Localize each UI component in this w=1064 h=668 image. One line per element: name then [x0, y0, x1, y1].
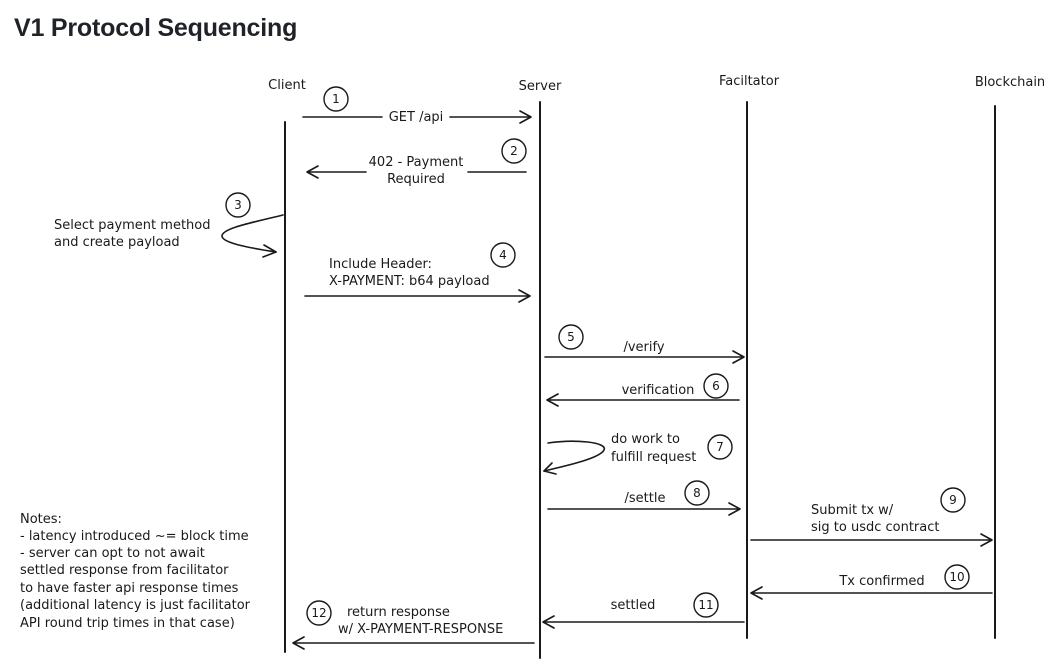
notes-line: (additional latency is just facilitator: [20, 598, 251, 613]
step-number-badge: [703, 373, 729, 399]
step-number: 9: [949, 493, 957, 507]
arrow: [544, 350, 745, 364]
arrow-line: [543, 440, 605, 472]
step-label-line-2: Required: [387, 172, 445, 187]
notes-line: settled response from facilitator: [20, 563, 229, 578]
step-10: Tx confirmed 10: [750, 564, 993, 600]
step-label-line-2: and create payload: [54, 235, 180, 250]
step-number-badge: [684, 480, 710, 506]
notes-line: Notes:: [20, 512, 62, 527]
notes: Notes: - latency introduced ~= block tim…: [20, 512, 251, 631]
step-number-badge: [693, 592, 719, 618]
step-number-badge: [707, 434, 733, 460]
arrow-head: [449, 110, 532, 124]
step-number: 6: [712, 379, 720, 393]
arrow: [292, 636, 535, 650]
actor-label-facilitator: Faciltator: [719, 74, 780, 89]
step-number-badge: [225, 192, 251, 218]
step-number-badge: [944, 564, 970, 590]
arrow-line: [221, 214, 284, 253]
step-number: 1: [332, 92, 340, 106]
step-2: 402 - Payment Required 2: [306, 138, 527, 187]
notes-line: - server can opt to not await: [20, 546, 205, 561]
actor-label-server: Server: [519, 79, 562, 94]
actor-label-client: Client: [268, 78, 306, 93]
step-number: 10: [949, 570, 964, 584]
step-8: /settle 8: [547, 480, 741, 516]
step-12: return response w/ X-PAYMENT-RESPONSE 12: [292, 600, 535, 650]
step-number: 8: [693, 486, 701, 500]
step-label-line-1: return response: [347, 605, 450, 620]
step-label: settled: [611, 598, 656, 613]
actor-label-blockchain: Blockchain: [975, 75, 1045, 90]
step-1: GET /api 1: [302, 86, 532, 125]
step-number-badge: [323, 86, 349, 112]
step-label: /verify: [623, 340, 664, 355]
step-number: 3: [234, 198, 242, 212]
step-number: 2: [510, 144, 518, 158]
notes-line: - latency introduced ~= block time: [20, 529, 249, 544]
step-number: 4: [499, 248, 507, 262]
arrow: [750, 586, 993, 600]
step-4: Include Header: X-PAYMENT: b64 payload 4: [304, 242, 531, 303]
step-label-line-1: Submit tx w/: [811, 503, 894, 518]
arrow: [542, 615, 745, 629]
step-label-line-2: w/ X-PAYMENT-RESPONSE: [338, 622, 503, 637]
step-number: 7: [716, 440, 724, 454]
step-number: 12: [311, 606, 326, 620]
step-11: settled 11: [542, 592, 745, 629]
step-label-line-1: Select payment method: [54, 218, 210, 233]
notes-line: API round trip times in that case): [20, 616, 235, 631]
step-6: verification 6: [546, 373, 740, 407]
arrow-head: [306, 165, 367, 179]
step-label-line-1: do work to: [611, 432, 680, 447]
step-number-badge: [306, 600, 332, 626]
step-number: 5: [567, 330, 575, 344]
step-label-line-2: X-PAYMENT: b64 payload: [329, 274, 490, 289]
page-title: V1 Protocol Sequencing: [14, 14, 298, 42]
step-label: GET /api: [389, 110, 444, 125]
arrow: [546, 393, 740, 407]
step-label-line-1: Include Header:: [329, 257, 432, 272]
step-number: 11: [698, 598, 713, 612]
arrow-head: [262, 244, 277, 258]
step-label: Tx confirmed: [838, 574, 924, 589]
arrow: [304, 289, 531, 303]
step-3: Select payment method and create payload…: [54, 192, 284, 258]
step-label-line-2: sig to usdc contract: [811, 520, 940, 535]
arrow: [547, 502, 741, 516]
arrow-head: [543, 462, 557, 475]
step-number-badge: [501, 138, 527, 164]
arrow: [750, 533, 993, 547]
step-number-badge: [490, 242, 516, 268]
step-number-badge: [940, 487, 966, 513]
notes-line: to have faster api response times: [20, 581, 239, 596]
step-number-badge: [558, 324, 584, 350]
step-5: /verify 5: [544, 324, 745, 364]
step-label-line-1: 402 - Payment: [369, 155, 464, 170]
step-7: do work to fulfill request 7: [543, 432, 733, 475]
step-9: Submit tx w/ sig to usdc contract 9: [750, 487, 993, 547]
step-label: /settle: [625, 491, 666, 506]
step-label: verification: [622, 383, 695, 398]
step-label-line-2: fulfill request: [611, 450, 696, 465]
